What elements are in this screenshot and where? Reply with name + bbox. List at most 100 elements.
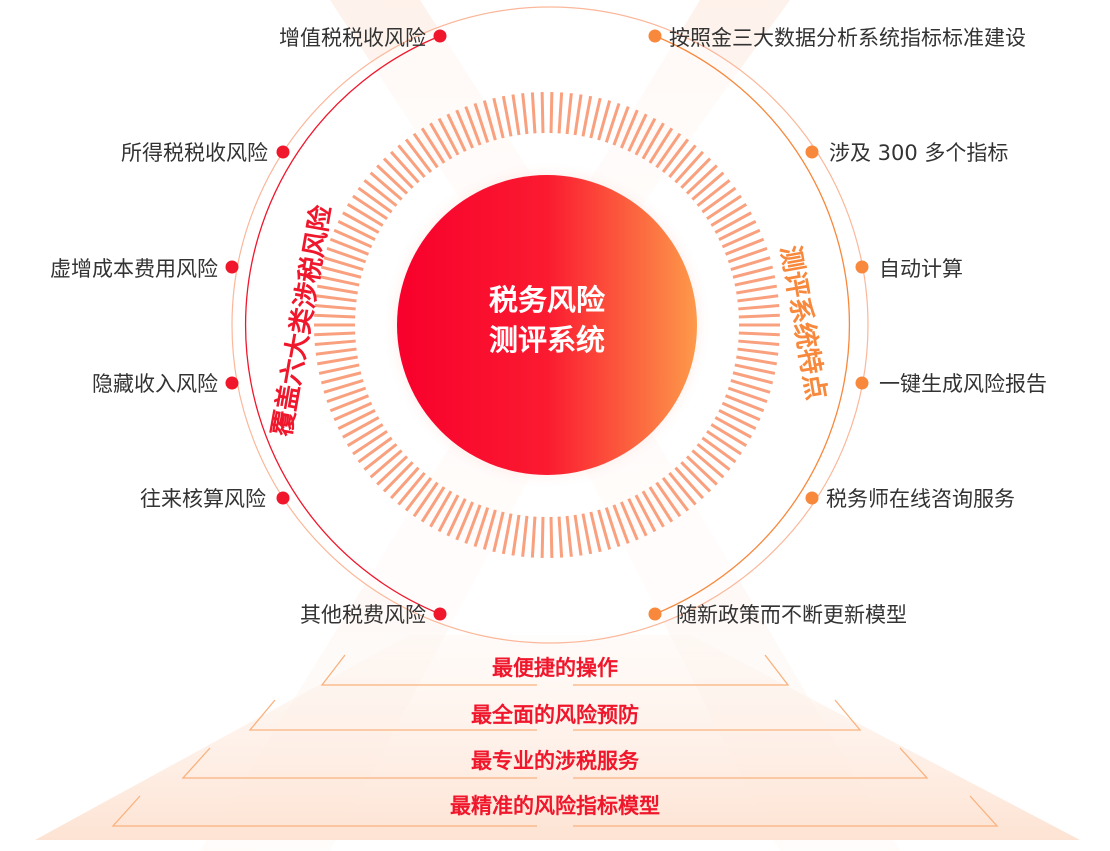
tick-mark: [721, 228, 761, 249]
tick-mark: [661, 477, 690, 512]
tick-mark: [685, 455, 718, 486]
pyramid-background: [35, 635, 1080, 840]
tick-mark: [696, 443, 731, 471]
tick-mark: [710, 423, 748, 447]
tick-mark: [369, 449, 403, 479]
tier-line-left: [320, 654, 537, 686]
tick-mark: [668, 144, 697, 179]
tick-mark: [718, 409, 757, 430]
tick-mark: [521, 515, 529, 557]
tick-mark: [727, 246, 768, 264]
tick-mark: [412, 132, 439, 169]
left-item: 虚增成本费用风险: [50, 257, 218, 281]
tick-mark: [389, 150, 420, 184]
tick-mark: [437, 494, 460, 533]
left-bullet-dot: [433, 29, 447, 43]
tick-mark: [404, 477, 433, 512]
right-item: 税务师在线咨询服务: [826, 487, 1015, 511]
right-item: 一键生成风险报告: [879, 372, 1047, 396]
tick-mark: [540, 516, 545, 558]
left-item: 增值税税收风险: [279, 26, 426, 50]
tick-mark: [501, 513, 513, 555]
tick-mark: [314, 313, 356, 319]
tick-mark: [612, 106, 630, 146]
tier-line-left: [248, 699, 537, 731]
left-bullet-dot: [276, 145, 290, 159]
tick-mark: [612, 504, 630, 544]
tick-mark: [464, 504, 482, 544]
tick-mark: [680, 157, 712, 189]
tick-mark: [530, 92, 537, 134]
right-bullet-dot: [805, 145, 819, 159]
center-title-line1: 税务风险: [488, 283, 605, 317]
tick-mark: [589, 511, 602, 553]
tick-mark: [634, 494, 657, 533]
tick-mark: [342, 416, 380, 439]
tick-mark: [492, 97, 505, 139]
right-bullet-dot: [648, 607, 662, 621]
tick-mark: [706, 194, 742, 220]
right-bullet-dot: [855, 260, 869, 274]
tick-mark: [724, 394, 765, 413]
tick-mark: [732, 265, 774, 279]
tick-mark: [730, 256, 771, 271]
tick-mark: [737, 347, 779, 356]
tick-mark: [511, 94, 521, 136]
tier-line-right: [573, 795, 999, 827]
tick-mark: [661, 138, 690, 173]
tick-mark: [326, 246, 367, 264]
tick-mark: [549, 92, 554, 134]
tick-mark: [329, 394, 370, 413]
tick-mark: [314, 304, 356, 311]
tick-mark: [691, 171, 725, 201]
tick-mark: [455, 109, 474, 149]
right-bullet-dot: [805, 491, 819, 505]
tier-label: 最精准的风险指标模型: [450, 794, 660, 818]
tick-mark: [357, 436, 393, 464]
tier-line-right: [573, 654, 790, 686]
tick-mark: [346, 203, 384, 227]
tick-mark: [437, 117, 460, 156]
tick-mark: [721, 401, 761, 422]
tick-mark: [333, 401, 373, 422]
tick-mark: [420, 486, 446, 523]
tick-mark: [714, 211, 752, 234]
right-bullet-dot: [648, 29, 662, 43]
tick-mark: [429, 490, 453, 528]
tick-mark: [382, 157, 414, 189]
left-bullet-dot: [225, 376, 239, 390]
tick-mark: [627, 113, 648, 152]
tick-mark: [738, 304, 780, 311]
tick-mark: [573, 514, 583, 556]
tier-line-left: [181, 747, 537, 779]
tick-mark: [557, 92, 564, 134]
right-item: 按照金三大数据分析系统指标标准建设: [669, 26, 1026, 50]
tick-mark: [549, 516, 554, 558]
center-title-line2: 测评系统: [488, 323, 605, 357]
tick-mark: [680, 461, 712, 493]
tick-mark: [314, 339, 356, 346]
left-arc: [245, 35, 441, 615]
tick-mark: [738, 313, 780, 319]
tick-mark: [732, 371, 774, 385]
tick-mark: [674, 150, 705, 184]
tick-ring: [314, 92, 780, 558]
tick-mark: [382, 461, 414, 493]
tick-mark: [352, 430, 388, 456]
tick-mark: [727, 386, 768, 404]
right-item: 涉及 300 多个指标: [829, 141, 1009, 165]
left-item: 隐藏收入风险: [92, 372, 218, 396]
tick-mark: [627, 498, 648, 537]
tick-mark: [634, 117, 657, 156]
tick-mark: [464, 106, 482, 146]
tick-mark: [337, 220, 376, 241]
tick-mark: [604, 507, 621, 548]
tick-mark: [557, 516, 564, 558]
tick-mark: [318, 363, 360, 375]
right-item: 自动计算: [879, 257, 963, 281]
tick-mark: [492, 511, 505, 553]
tick-mark: [597, 100, 612, 141]
tier-label: 最专业的涉税服务: [471, 749, 639, 773]
tick-mark: [641, 122, 665, 160]
tick-mark: [397, 144, 426, 179]
